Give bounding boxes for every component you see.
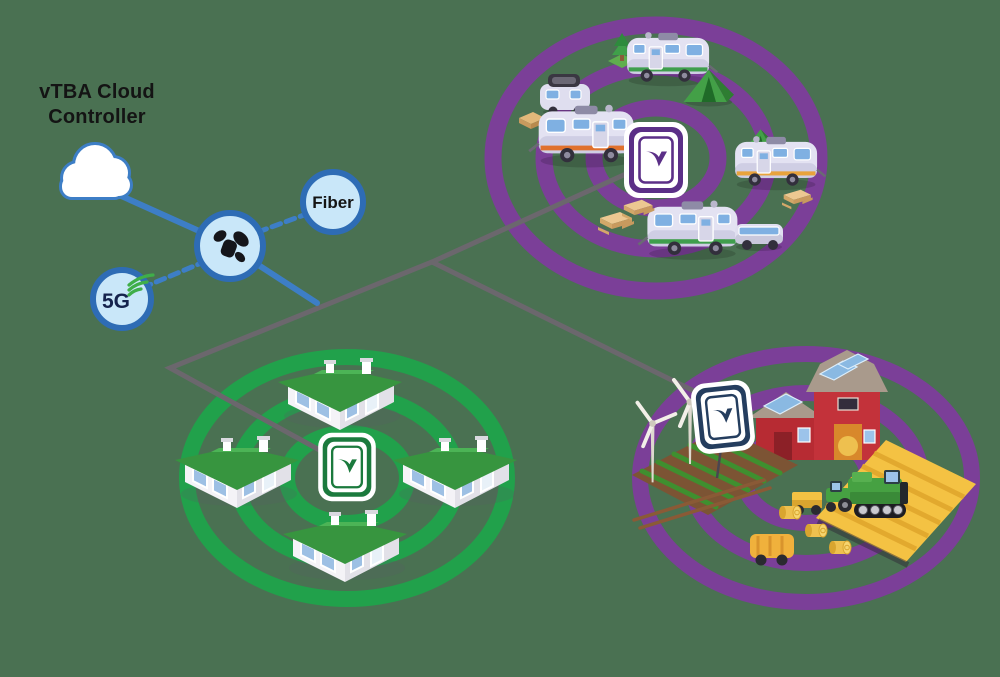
motorhome-icon [527,103,636,169]
harvester-icon [848,470,908,518]
fiber-node: Fiber [300,169,366,235]
cloud-icon [59,142,133,200]
5g-node: 5G [90,267,155,331]
hay-bale-icon [828,540,852,555]
tractor-icon [792,481,852,515]
barn-icon [748,350,888,460]
device-mast [715,447,723,479]
page-title: vTBA Cloud Controller [12,80,182,130]
backhaul-farm-link [429,259,703,397]
hay-bale-icon [804,523,828,538]
satellite-icon [213,230,249,263]
backhaul-campground-neighborhood-link [164,160,653,467]
5g-label: 5G [102,290,130,313]
campground-access-point-device [622,120,690,200]
picnic-table-icon [598,212,634,235]
fence [632,478,772,530]
5g-signal-icon [127,273,155,297]
rv-icon [733,134,827,192]
baler-icon [750,534,794,566]
farm-scene [632,350,976,568]
gateway-5g-link [139,258,209,291]
van-icon [734,223,784,252]
page-title-line1: vTBA Cloud [39,81,155,103]
page-title-line2: Controller [48,106,146,128]
hay-bale-icon [778,505,802,520]
fiber-label: Fiber [312,193,354,212]
neighborhood-access-point-device [317,431,377,503]
farm-access-point-device [688,377,758,457]
campground-scene [519,30,827,262]
gateway-node [194,210,266,282]
